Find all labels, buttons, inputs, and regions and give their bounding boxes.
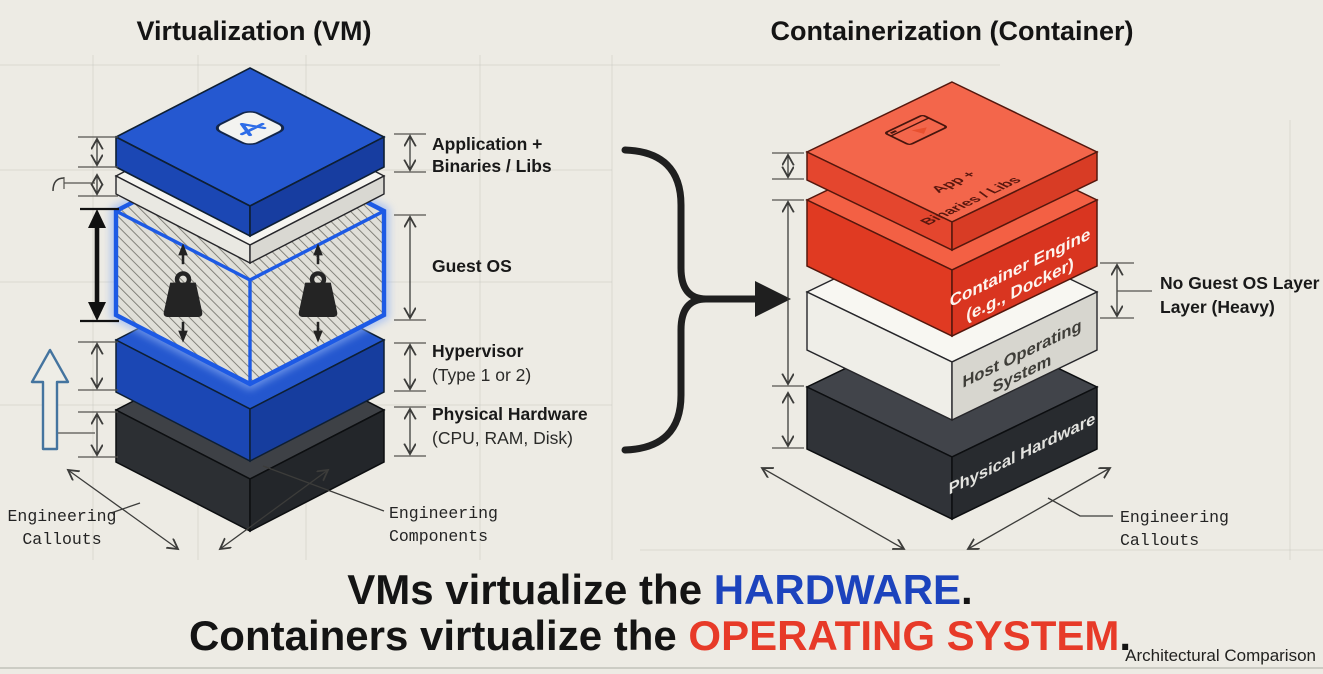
- vm-bottom-callouts: Engineering Callouts Engineering Compone…: [8, 465, 498, 549]
- container-bottom-callouts: Engineering Callouts: [762, 468, 1229, 550]
- heavy-weight-icon: [298, 243, 338, 343]
- vm-callout-right-line1: Engineering: [389, 504, 498, 523]
- heavy-weight-icon: [163, 243, 203, 343]
- up-arrow-outline-icon: [30, 348, 70, 451]
- note-line2: Layer (Heavy): [1160, 297, 1275, 317]
- footer-line1-period: .: [961, 566, 973, 613]
- container-layer-app: App + Binaries / Libs: [805, 81, 1099, 252]
- vm-callout-left-line2: Callouts: [22, 530, 101, 549]
- guest-os-span-arrow: [80, 207, 119, 323]
- vm-layer-application: [114, 67, 386, 238]
- container-callout-line2: Callouts: [1120, 531, 1199, 550]
- container-left-dimensions: [772, 152, 804, 449]
- no-guest-os-annotation: No Guest OS Layer Layer (Heavy): [1100, 262, 1320, 319]
- vm-callout-right-line2: Components: [389, 527, 488, 546]
- footer-caption: Architectural Comparison: [1125, 646, 1316, 665]
- label-guest-os: Guest OS: [432, 256, 512, 276]
- label-hardware-line2: (CPU, RAM, Disk): [432, 428, 573, 448]
- brace-arrow-icon: [621, 146, 791, 454]
- container-title: Containerization (Container): [771, 16, 1134, 46]
- footer-line1: VMs virtualize the HARDWARE.: [347, 566, 972, 613]
- blueprint-grid: [0, 55, 1323, 669]
- footer-line1-highlight: HARDWARE: [714, 566, 961, 613]
- vm-stack: [110, 67, 390, 533]
- footer-line1-prefix: VMs virtualize the: [347, 566, 713, 613]
- terminal-window-icon: [884, 115, 948, 145]
- container-callout-line1: Engineering: [1120, 508, 1229, 527]
- label-hypervisor-line1: Hypervisor: [432, 341, 524, 361]
- vm-callout-left-line1: Engineering: [8, 507, 117, 526]
- vm-right-dimensions: [394, 133, 426, 457]
- app-store-icon: [215, 111, 285, 145]
- note-line1: No Guest OS Layer: [1160, 273, 1320, 293]
- vm-left-dimensions: [49, 136, 119, 458]
- footer-line2-prefix: Containers virtualize the: [189, 612, 688, 659]
- label-application-line1: Application +: [432, 134, 542, 154]
- footer-line2-highlight: OPERATING SYSTEM: [688, 612, 1119, 659]
- footer-line2-period: .: [1119, 612, 1131, 659]
- label-application-line2: Binaries / Libs: [432, 156, 552, 176]
- container-stack: Physical Hardware Host Operating System …: [805, 81, 1099, 521]
- footer-line2: Containers virtualize the OPERATING SYST…: [189, 612, 1131, 659]
- vm-title: Virtualization (VM): [136, 16, 371, 46]
- label-hardware-line1: Physical Hardware: [432, 404, 588, 424]
- vm-layer-labels: Application + Binaries / Libs Guest OS H…: [432, 134, 588, 448]
- label-hypervisor-line2: (Type 1 or 2): [432, 365, 531, 385]
